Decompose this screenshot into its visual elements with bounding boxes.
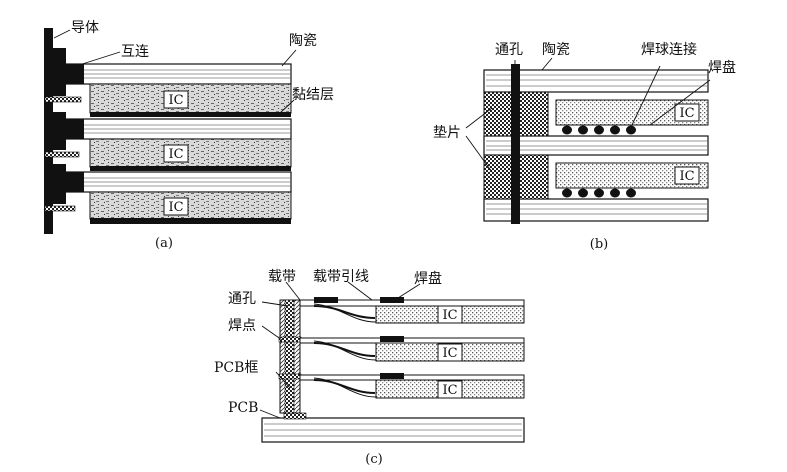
caption-c: (c)	[365, 452, 382, 467]
via-column	[511, 64, 520, 224]
label-shim: 垫片	[433, 125, 461, 141]
ic-chip: IC	[437, 343, 463, 362]
solder-ball	[626, 125, 636, 135]
bond-layer	[90, 166, 291, 171]
solder-bump	[44, 96, 82, 103]
leader-line	[347, 281, 373, 301]
leader-line	[275, 371, 291, 389]
conductor-post	[44, 28, 53, 234]
ic-chip: IC	[437, 305, 463, 324]
leader-line	[75, 51, 121, 67]
leader-line	[631, 65, 661, 126]
ic-label: IC	[168, 147, 183, 162]
ic-chip: IC	[437, 380, 463, 399]
ceramic-layer	[61, 118, 292, 140]
solder-ball	[610, 188, 620, 198]
label-pad: 焊盘	[414, 270, 442, 287]
leader-line	[281, 49, 297, 67]
ic-label: IC	[442, 346, 457, 361]
label-pcb: PCB	[228, 400, 258, 416]
solder-ball	[562, 188, 572, 198]
label-conductor: 导体	[71, 20, 99, 36]
label-tape-lead: 载带引线	[313, 269, 369, 285]
solder-bump	[44, 205, 76, 212]
solder-point	[278, 336, 302, 343]
ic-chip: IC	[674, 166, 700, 185]
ic-chip: IC	[674, 103, 700, 122]
leader-line	[541, 57, 553, 71]
solder-ball	[626, 188, 636, 198]
label-solder-point: 焊点	[228, 318, 256, 334]
tape-tier	[299, 373, 525, 399]
ic-chip: IC	[163, 144, 189, 163]
ceramic-layer	[61, 63, 292, 85]
solder-balls	[562, 125, 636, 198]
caption-a: (a)	[155, 236, 173, 251]
tape-pad	[380, 336, 404, 342]
label-ceramic: 陶瓷	[542, 42, 570, 58]
label-pcb-frame: PCB框	[214, 360, 258, 376]
tape-pad	[380, 297, 404, 303]
solder-ball	[594, 188, 604, 198]
pcb-board	[261, 417, 525, 443]
label-via: 通孔	[495, 42, 523, 58]
tape-tier	[299, 297, 525, 324]
tape-pad	[314, 297, 338, 303]
bond-layer	[90, 218, 291, 224]
interconnect-tab	[53, 48, 84, 96]
label-interconnect: 互连	[121, 44, 149, 60]
leader-line	[53, 29, 71, 39]
ic-label: IC	[442, 383, 457, 398]
interconnect-tab	[53, 164, 84, 204]
label-via: 通孔	[228, 291, 256, 307]
pcb-foot	[283, 412, 307, 420]
ceramic-layer	[61, 171, 292, 193]
bond-layer	[90, 112, 291, 117]
solder-bump	[44, 151, 80, 158]
die-layer	[89, 83, 292, 114]
caption-b: (b)	[590, 237, 608, 252]
leader-line	[261, 301, 289, 307]
panel-b: IC IC 通孔 陶瓷 焊球连接 焊盘 垫片 (b)	[433, 41, 736, 252]
ic-label: IC	[679, 106, 694, 121]
leader-line	[261, 325, 283, 341]
tape-tier	[299, 336, 525, 362]
ceramic-layer	[483, 135, 709, 156]
ic-chip: IC	[163, 197, 189, 216]
ic-label: IC	[442, 308, 457, 323]
leader-line	[259, 409, 281, 419]
label-carrier-tape: 载带	[268, 269, 296, 285]
label-ceramic: 陶瓷	[289, 33, 317, 49]
solder-point	[278, 373, 302, 380]
die-layer	[89, 191, 292, 220]
ic-label: IC	[168, 200, 183, 215]
leader-line	[465, 107, 493, 129]
ic-label: IC	[679, 169, 694, 184]
leader-line	[279, 99, 295, 114]
label-ball-joint: 焊球连接	[641, 41, 697, 58]
solder-ball	[610, 125, 620, 135]
solder-ball	[562, 125, 572, 135]
panel-a: IC IC IC 导体 互连 陶瓷 黏结层 (a)	[44, 20, 334, 251]
label-pad: 焊盘	[708, 59, 736, 76]
label-bond-layer: 黏结层	[292, 87, 334, 103]
solder-ball	[594, 125, 604, 135]
interconnect-tab	[53, 112, 84, 150]
leader-line	[649, 79, 711, 126]
solder-ball	[578, 188, 588, 198]
ic-chip: IC	[163, 90, 189, 109]
leader-line	[285, 281, 301, 301]
die-layer	[89, 138, 292, 168]
ceramic-layer	[483, 198, 709, 222]
solder-ball	[578, 125, 588, 135]
leader-line	[465, 135, 493, 173]
tape-pad	[380, 373, 404, 379]
leader-line	[397, 283, 421, 299]
via-column	[284, 299, 295, 414]
panel-c: IC IC IC 载带 载带引线 焊盘 通孔 焊点 PCB框 PCB (c)	[214, 269, 525, 467]
ic-label: IC	[168, 93, 183, 108]
